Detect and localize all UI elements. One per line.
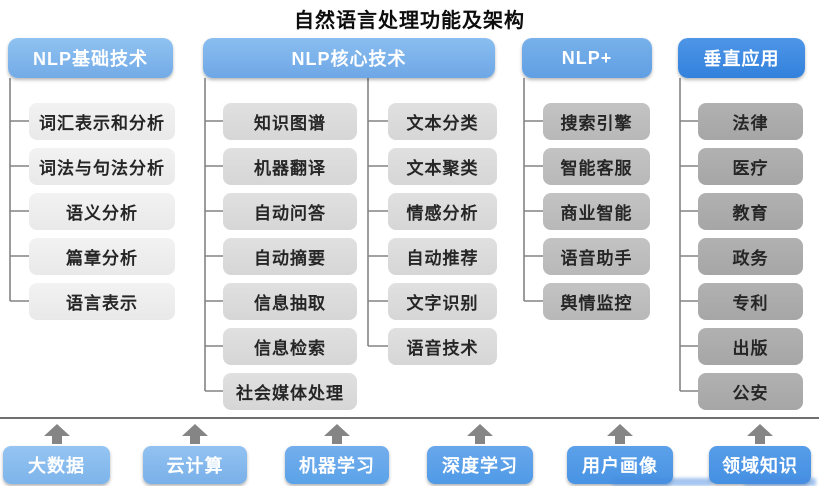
node-core-right: 情感分析 — [388, 193, 497, 230]
arrow-head — [324, 424, 350, 436]
header-nlp-plus: NLP+ — [522, 38, 652, 78]
foundation-box: 用户画像 — [567, 446, 673, 484]
node-core-left: 自动问答 — [223, 193, 357, 230]
connector-vertical — [679, 78, 698, 392]
node-core-left: 信息抽取 — [223, 283, 357, 320]
node-plus: 商业智能 — [543, 193, 650, 230]
node-core-left: 信息检索 — [223, 328, 357, 365]
node-core-left: 自动摘要 — [223, 238, 357, 275]
node-core-right: 文本聚类 — [388, 148, 497, 185]
diagram-title: 自然语言处理功能及架构 — [294, 10, 525, 32]
foundation-box: 大数据 — [3, 446, 110, 484]
arrow-stem — [190, 436, 200, 444]
node-plus: 语音助手 — [543, 238, 650, 275]
up-arrow-icon — [182, 424, 208, 444]
arrow-head — [182, 424, 208, 436]
foundation-box: 云计算 — [143, 446, 247, 484]
node-vertical: 公安 — [698, 373, 803, 410]
node-basic: 语言表示 — [29, 283, 175, 320]
node-core-left: 知识图谱 — [223, 103, 357, 140]
node-basic: 语义分析 — [29, 193, 175, 230]
node-core-right: 文本分类 — [388, 103, 497, 140]
node-core-right: 自动推荐 — [388, 238, 497, 275]
node-core-right: 文字识别 — [388, 283, 497, 320]
connector-basic — [9, 78, 29, 302]
node-plus: 智能客服 — [543, 148, 650, 185]
node-vertical: 出版 — [698, 328, 803, 365]
node-core-left: 社会媒体处理 — [223, 373, 357, 410]
arrow-head — [44, 424, 70, 436]
foundation-separator-line — [0, 417, 819, 419]
node-plus: 搜索引擎 — [543, 103, 650, 140]
node-vertical: 教育 — [698, 193, 803, 230]
arrow-stem — [475, 436, 485, 444]
watermark-fragment — [744, 478, 816, 486]
foundation-box: 深度学习 — [427, 446, 533, 484]
header-nlp-basic: NLP基础技术 — [8, 38, 173, 78]
connector-core-right — [367, 78, 388, 347]
node-basic: 词法与句法分析 — [29, 148, 175, 185]
foundation-box: 机器学习 — [285, 446, 389, 484]
up-arrow-icon — [467, 424, 493, 444]
arrow-head — [467, 424, 493, 436]
arrow-stem — [332, 436, 342, 444]
node-vertical: 政务 — [698, 238, 803, 275]
watermark-fragment — [612, 478, 712, 486]
node-core-left: 机器翻译 — [223, 148, 357, 185]
node-vertical: 医疗 — [698, 148, 803, 185]
arrow-stem — [615, 436, 625, 444]
arrow-head — [747, 424, 773, 436]
connector-core-left — [204, 78, 223, 392]
connector-plus — [523, 78, 543, 302]
up-arrow-icon — [324, 424, 350, 444]
arrow-head — [607, 424, 633, 436]
arrow-stem — [755, 436, 765, 444]
up-arrow-icon — [747, 424, 773, 444]
header-vertical-app: 垂直应用 — [678, 38, 805, 78]
up-arrow-icon — [44, 424, 70, 444]
node-vertical: 专利 — [698, 283, 803, 320]
arrow-stem — [52, 436, 62, 444]
foundation-box: 领域知识 — [709, 446, 811, 484]
up-arrow-icon — [607, 424, 633, 444]
node-basic: 篇章分析 — [29, 238, 175, 275]
node-core-right: 语音技术 — [388, 328, 497, 365]
node-basic: 词汇表示和分析 — [29, 103, 175, 140]
node-vertical: 法律 — [698, 103, 803, 140]
node-plus: 舆情监控 — [543, 283, 650, 320]
header-nlp-core: NLP核心技术 — [203, 38, 495, 78]
